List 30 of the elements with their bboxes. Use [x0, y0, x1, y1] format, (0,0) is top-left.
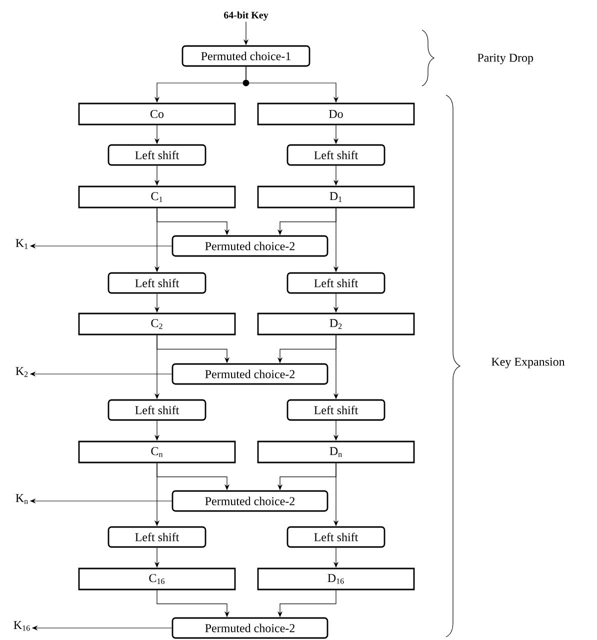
shift-box: Left shift — [108, 272, 206, 294]
shift-box: Left shift — [286, 272, 386, 294]
process-box: Permuted choice-2 — [172, 617, 328, 639]
register-box: C$_{n}$ — [78, 440, 236, 464]
shift-box: Left shift — [108, 399, 206, 421]
brace-label: Parity Drop — [478, 54, 534, 64]
register-box: D$_{2}$ — [257, 312, 415, 336]
register-box: D$_{16}$ — [257, 568, 415, 590]
shift-box: Left shift — [286, 399, 386, 421]
shift-box: Left shift — [108, 526, 206, 548]
register-box: C$_{1}$ — [78, 186, 236, 208]
brace-label: Key Expansion — [492, 358, 565, 368]
register-box: D$_{n}$ — [257, 440, 415, 464]
register-box: C$_{2}$ — [78, 312, 236, 336]
key-label: K$_{n}$ — [16, 494, 28, 504]
key-label: K$_{1}$ — [16, 239, 28, 249]
process-box: Permuted choice-1 — [182, 45, 310, 67]
process-box: Permuted choice-2 — [172, 490, 328, 512]
shift-box: Left shift — [108, 144, 206, 166]
register-box: D$_{1}$ — [257, 186, 415, 208]
key-label: K$_{16}$ — [14, 621, 30, 631]
register-box: Co — [78, 102, 236, 126]
register-box: Do — [257, 102, 415, 126]
title-text: 64-bit Key — [224, 11, 268, 21]
process-box: Permuted choice-2 — [172, 235, 328, 257]
key-label: K$_{2}$ — [16, 367, 28, 377]
shift-box: Left shift — [286, 526, 386, 548]
shift-box: Left shift — [286, 144, 386, 166]
process-box: Permuted choice-2 — [172, 363, 328, 385]
register-box: C$_{16}$ — [78, 568, 236, 590]
